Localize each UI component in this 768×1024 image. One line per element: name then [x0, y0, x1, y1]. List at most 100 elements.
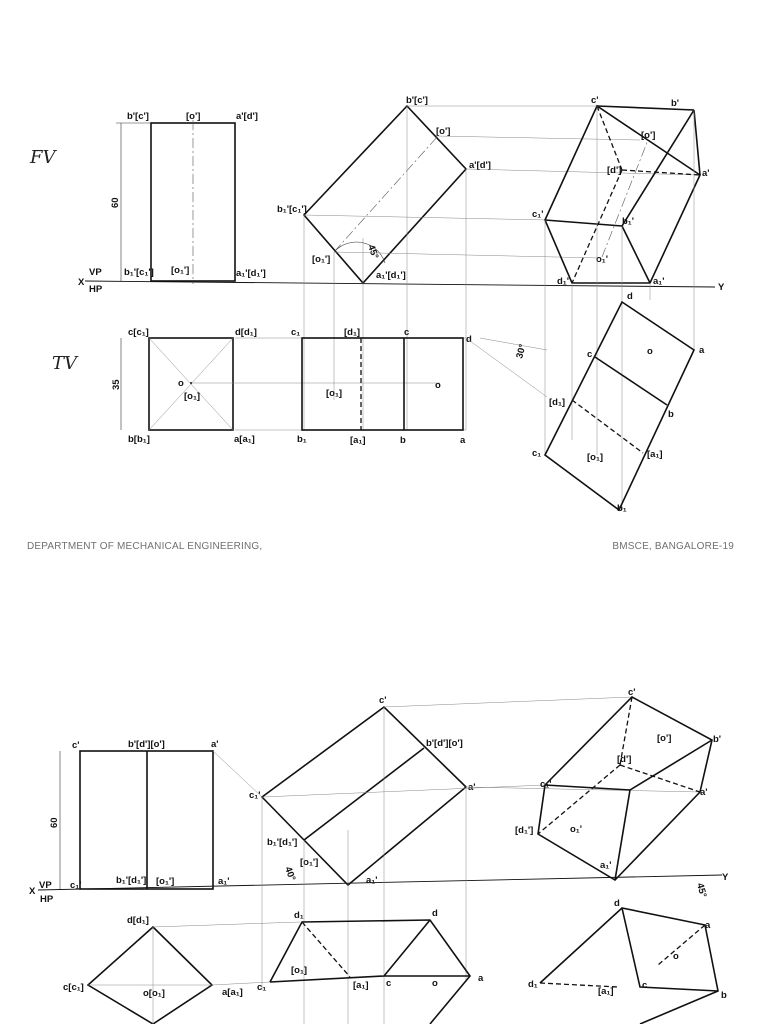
fv3-label-d: [d']	[607, 165, 621, 176]
angle-45-2: 45°	[694, 882, 708, 899]
fv3-label-d1: d₁'	[557, 276, 569, 287]
tv1b-label-dd1: d[d₁]	[127, 915, 149, 926]
footer-department: DEPARTMENT OF MECHANICAL ENGINEERING,	[27, 541, 263, 552]
dim-60-2: 60	[49, 817, 60, 828]
fv1b-label-a: a'	[211, 739, 219, 750]
tv2-label-b: b	[400, 435, 406, 446]
fv3b-label-a: a'	[700, 787, 708, 798]
tv2b-label-o: o	[432, 978, 438, 989]
tv3-prism: 30°	[479, 300, 696, 512]
drawing-upper: X Y VP HP FV TV 60 b'[c'] [o'] a'[d'] b₁…	[29, 95, 725, 514]
dim-35: 35	[111, 379, 122, 390]
projection-lines-3	[465, 106, 695, 510]
tv1-label-aa1: a[a₁]	[234, 434, 255, 445]
fv1-label-a1d1: a₁'[d₁']	[236, 268, 266, 279]
tv3-label-d: d	[627, 291, 633, 302]
tv3-label-b1: b₁	[617, 503, 627, 514]
hp-label: HP	[89, 284, 103, 295]
tv2-label-c1: c₁	[291, 327, 300, 338]
fv2b-label-a: a'	[468, 782, 476, 793]
fv2-prism-2: 40°	[260, 705, 468, 887]
fv2-label-a1d1: a₁'[d₁']	[376, 270, 406, 281]
fv3b-label-o: [o']	[657, 733, 671, 744]
tv3-label-b: b	[668, 409, 674, 420]
tv3-label-c1: c₁	[532, 448, 541, 459]
tv1-prism: 35	[111, 337, 440, 431]
tv2-prism-2	[269, 919, 472, 1024]
fv3-label-o: [o']	[641, 130, 655, 141]
fv3-label-a: a'	[702, 168, 710, 179]
fv3-label-b1: b₁'	[622, 216, 634, 227]
fv-handwritten-label: FV	[29, 147, 57, 168]
tv1-prism-2	[86, 925, 214, 1024]
fv3-prism-2	[537, 696, 713, 882]
fv3-label-c1: c₁'	[532, 209, 543, 220]
tv1b-label-oo1: o[o₁]	[143, 988, 165, 999]
fv1b-label-b1d1: b₁'[d₁']	[116, 875, 146, 886]
x-label-2: X	[29, 886, 36, 897]
tv2b-label-a: a	[478, 973, 484, 984]
fv1b-label-c1: c₁'	[70, 880, 81, 891]
y-label-2: Y	[722, 872, 729, 883]
tv3b-label-c: c	[642, 980, 647, 991]
fv3b-label-a1: a₁'	[600, 860, 611, 871]
fv2b-label-c: c'	[379, 695, 387, 706]
fv2-label-b1c1: b₁'[c₁']	[277, 204, 307, 215]
fv3b-label-o1: o₁'	[570, 824, 582, 835]
tv1-label-dd1: d[d₁]	[235, 327, 257, 338]
tv3b-label-d1: d₁	[528, 979, 538, 990]
tv2b-label-o1: [o₁]	[291, 965, 307, 976]
fv3b-label-d: [d']	[617, 754, 631, 765]
tv2-label-d: d	[466, 334, 472, 345]
fv3b-label-d1: [d₁']	[515, 825, 533, 836]
vp-label: VP	[89, 267, 102, 278]
fv1-label-ad: a'[d']	[236, 111, 258, 122]
fv1b-label-o1: [o₁']	[156, 876, 174, 887]
fv2b-label-c1: c₁'	[249, 790, 260, 801]
tv2-label-c: c	[404, 327, 409, 338]
fv1b-label-a1: a₁'	[218, 876, 229, 887]
tv2-label-b1: b₁	[297, 434, 307, 445]
tv2-prism	[301, 337, 464, 431]
tv3b-label-o: o	[673, 951, 679, 962]
tv1-label-o1: [o₁]	[184, 391, 200, 402]
fv1-label-o: [o']	[186, 111, 200, 122]
tv2-label-o1: [o₁]	[326, 388, 342, 399]
angle-45: 45°	[365, 243, 380, 260]
fv3-label-a1: a₁'	[653, 276, 664, 287]
tv2-label-d1: [d₁]	[344, 327, 360, 338]
fv2-label-o: [o']	[436, 126, 450, 137]
tv3-label-a: a	[699, 345, 705, 356]
fv1b-label-c: c'	[72, 740, 80, 751]
vp-label-2: VP	[39, 880, 52, 891]
tv-handwritten-label: TV	[52, 353, 79, 374]
fv3-label-c: c'	[591, 95, 599, 106]
fv3-label-o1: o₁'	[596, 254, 608, 265]
tv1b-label-cc1: c[c₁]	[63, 982, 84, 993]
tv3-label-o: o	[647, 346, 653, 357]
tv2-label-a1: [a₁]	[350, 435, 366, 446]
xy-line	[84, 280, 716, 288]
fv2b-label-bdo: b'[d'][o']	[426, 738, 463, 749]
fv3b-label-c1: c₁'	[540, 779, 551, 790]
angle-40: 40°	[282, 865, 297, 882]
tv2-label-a: a	[460, 435, 466, 446]
tv2b-label-a1: [a₁]	[353, 980, 369, 991]
fv3-prism	[544, 104, 702, 284]
tv1-label-cc1: c[c₁]	[128, 327, 149, 338]
x-label: X	[78, 277, 85, 288]
xy-line-2	[37, 874, 723, 891]
fv1-prism: 60	[110, 120, 236, 284]
drawing-lower: X Y VP HP 60 c' b'[d'][o'] a' c₁' b₁'[d₁…	[29, 687, 729, 1024]
fv3-label-b: b'	[671, 98, 679, 109]
tv3b-label-a1: [a₁]	[598, 986, 614, 997]
footer-college: BMSCE, BANGALORE-19	[612, 541, 734, 552]
fv2b-label-o1: [o₁']	[300, 857, 318, 868]
tv1-label-o: o	[178, 378, 184, 389]
fv1-label-o1: [o₁']	[171, 265, 189, 276]
fv3b-label-b: b'	[713, 734, 721, 745]
fv2-label-ad: a'[d']	[469, 160, 491, 171]
dim-60: 60	[110, 197, 121, 208]
angle-30: 30°	[514, 343, 528, 360]
tv3b-label-a: a	[705, 920, 711, 931]
